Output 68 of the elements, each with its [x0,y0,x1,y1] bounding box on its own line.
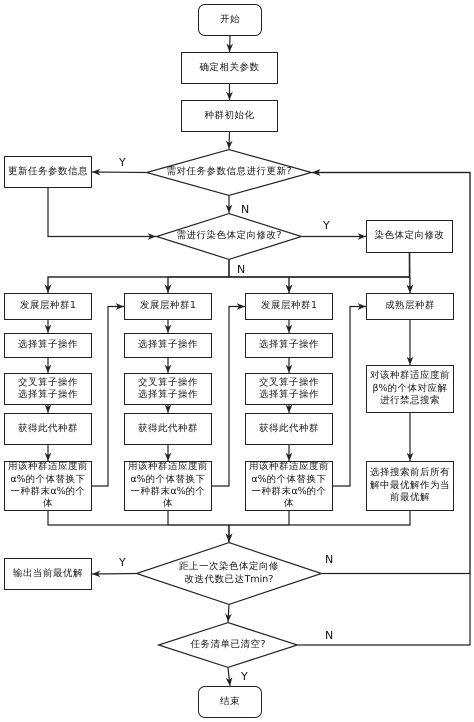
arrow [92,570,136,578]
process-box: 更新任务参数信息 [4,156,92,188]
arrow [212,303,245,487]
decision-diamond: 需进行染色体定向修改? [156,213,302,260]
arrow [226,668,232,686]
arrow [226,511,411,542]
arrow [226,132,233,150]
process-box: 成熟层种群 [366,293,454,320]
arrow [92,303,124,487]
process-box: 用该种群适应度前α%的个体替换下一种群末α%的个体 [4,461,92,511]
process-box: 用该种群适应度前α%的个体替换下一种群末α%的个体 [245,461,333,511]
process-box: 发展层种群1 [124,293,212,320]
process-box: 用该种群适应度前α%的个体替换下一种群末α%的个体 [124,461,212,511]
process-box: 获得此代种群 [4,413,92,445]
arrow [286,320,292,333]
arrow [44,358,52,373]
process-box: 选择搜索前后所有解中最优解作为当前最优解 [366,461,454,511]
arrow [226,196,232,213]
process-box: 获得此代种群 [245,413,333,445]
arrow [164,445,172,461]
arrow [298,169,471,646]
arrow [164,320,172,333]
arrow [44,320,52,333]
edge-label: Y [322,219,331,232]
edge-label: Y [118,556,127,569]
arrow [226,84,233,100]
process-box: 交叉算子操作选择算子操作 [245,373,333,405]
process-box: 选择算子操作 [4,333,92,358]
arrow [302,233,366,240]
process-box: 交叉算子操作选择算子操作 [4,373,92,405]
decision-diamond: 任务清单已清空? [158,622,298,668]
arrow [164,358,172,373]
edge-label: N [324,553,334,566]
arrow [164,404,172,413]
process-box: 种群初始化 [181,100,278,132]
arrow [92,168,146,176]
arrow [225,604,232,622]
decision-diamond: 需对任务参数信息进行更新? [146,149,312,196]
arrow [286,404,292,413]
edge-label: N [236,263,246,276]
edge-label: N [324,629,334,642]
process-box: 交叉算子操作选择算子操作 [124,373,212,405]
arrow [228,260,414,293]
arrow [406,253,414,293]
arrow [44,404,52,413]
process-box: 染色体定向修改 [366,220,453,253]
arrow [286,445,292,461]
arrow [47,188,156,240]
process-box: 获得此代种群 [124,413,212,445]
edge-label: Y [240,670,249,683]
process-box: 选择算子操作 [124,333,212,358]
arrow [333,303,366,487]
decision-diamond: 距上一次染色体定向修改迭代数已达Tmin? [136,542,322,605]
process-box: 对该种群适应度前β%的个体对应解进行禁忌搜索 [366,365,454,413]
arrow [406,413,414,461]
process-box: 确定相关参数 [181,52,278,84]
arrow [406,320,414,365]
arrow [44,445,52,461]
terminal-box: 结束 [198,686,262,718]
terminal-box: 开始 [198,4,262,36]
arrow [286,358,292,373]
edge-label: N [240,203,250,216]
process-box: 发展层种群1 [245,293,333,320]
edge-label: Y [118,156,127,169]
process-box: 发展层种群1 [4,293,92,320]
process-box: 输出当前最优解 [4,558,92,590]
arrow [226,36,234,52]
process-box: 选择算子操作 [245,333,333,358]
